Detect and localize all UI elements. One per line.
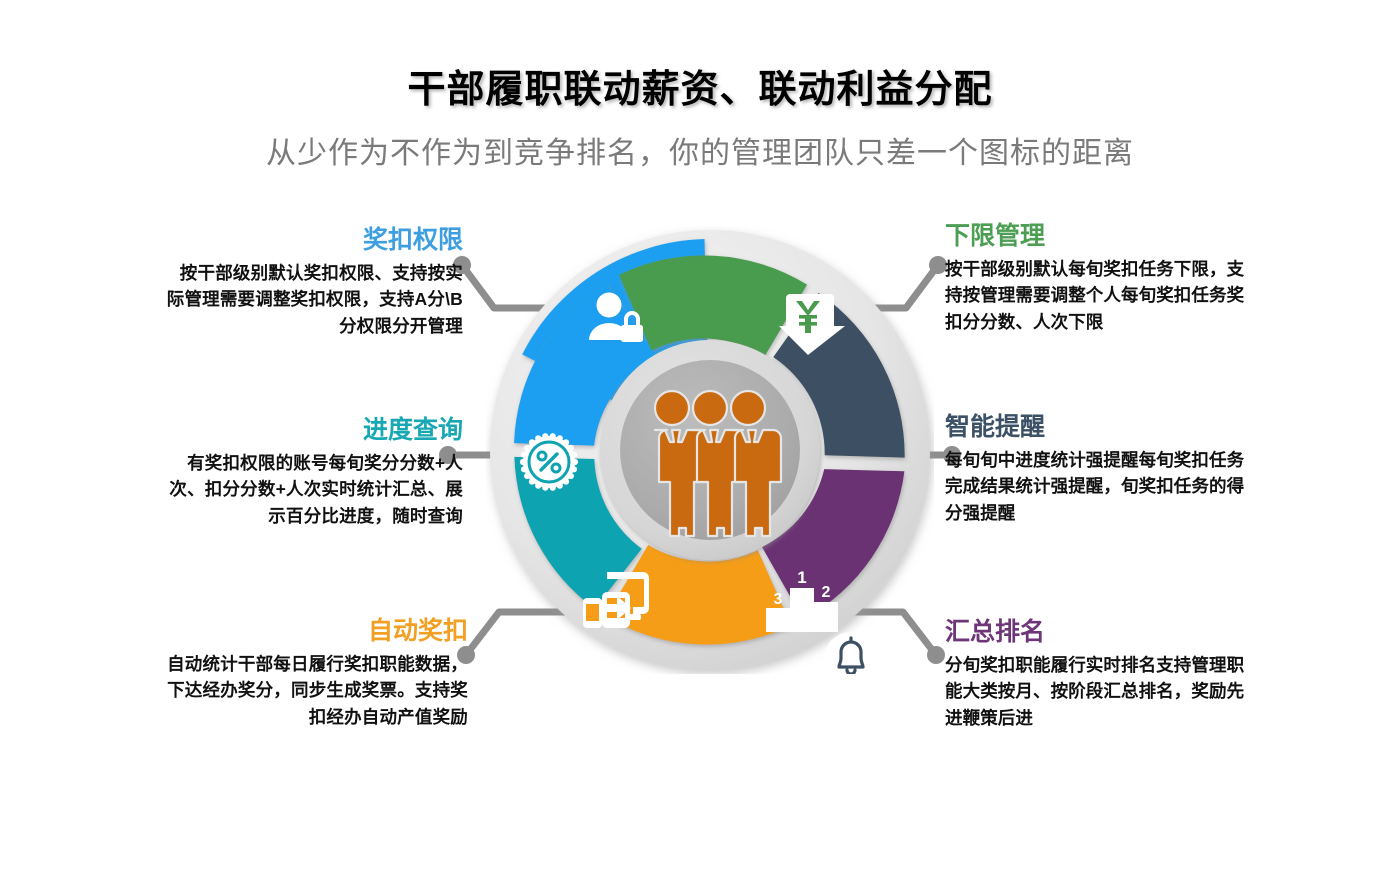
page-title: 干部履职联动薪资、联动利益分配: [407, 69, 993, 111]
callout-summary-rank: 汇总排名 分旬奖扣职能履行实时排名支持管理职能大类按月、按阶段汇总排名，奖励先进…: [945, 618, 1245, 732]
callout-smart-reminder: 智能提醒 每旬旬中进度统计强提醒每旬奖扣任务完成结果统计强提醒，旬奖扣任务的得分…: [945, 413, 1245, 527]
segment-summary-rank[interactable]: [762, 469, 905, 620]
callout-auto-award: 自动奖扣 自动统计干部每日履行奖扣职能数据，下达经办奖分，同步生成奖票。支持奖扣…: [158, 617, 468, 731]
percent-badge-icon: [519, 433, 579, 491]
podium-icon: 1 2 3: [766, 568, 838, 632]
segment-auto-award[interactable]: [605, 544, 792, 645]
callout-body-auto-award: 自动统计干部每日履行奖扣职能数据，下达经办奖分，同步生成奖票。支持奖扣经办自动产…: [167, 653, 468, 727]
callout-title-summary-rank: 汇总排名: [945, 618, 1046, 646]
three-people-icon: [653, 389, 783, 538]
callout-title-progress-query: 进度查询: [362, 416, 463, 444]
callout-title-lower-limit: 下限管理: [945, 222, 1046, 250]
callout-body-progress-query: 有奖扣权限的账号每旬奖分分数+人次、扣分分数+人次实时统计汇总、展示百分比进度，…: [169, 452, 463, 526]
segment-lower-limit[interactable]: [619, 255, 807, 357]
callout-title-auto-award: 自动奖扣: [367, 617, 468, 645]
callout-body-summary-rank: 分旬奖扣职能履行实时排名支持管理职能大类按月、按阶段汇总排名，奖励先进鞭策后进: [945, 654, 1245, 728]
segmented-donut-wheel: 1 2 3: [486, 226, 934, 674]
callout-body-lower-limit: 按干部级别默认每旬奖扣任务下限，支持按管理需要调整个人每旬奖扣任务奖扣分分数、人…: [945, 258, 1245, 332]
svg-text:2: 2: [822, 584, 831, 601]
svg-text:1: 1: [797, 568, 806, 587]
page-subtitle: 从少作为不作为到竞争排名，你的管理团队只差一个图标的距离: [266, 137, 1134, 170]
callout-body-smart-reminder: 每旬旬中进度统计强提醒每旬奖扣任务完成结果统计强提醒，旬奖扣任务的得分强提醒: [945, 449, 1245, 523]
user-lock-icon: [589, 292, 643, 342]
devices-sync-icon: [583, 572, 649, 628]
callout-award-authority: 奖扣权限 按干部级别默认奖扣权限、支持按实际管理需要调整奖扣权限，支持A分\B分…: [163, 226, 463, 340]
yen-down-arrow-icon: [779, 294, 845, 355]
segment-award-authority[interactable]: [514, 283, 657, 446]
svg-text:3: 3: [774, 591, 783, 608]
callout-body-award-authority: 按干部级别默认奖扣权限、支持按实际管理需要调整奖扣权限，支持A分\B分权限分开管…: [166, 262, 463, 336]
segment-progress-query[interactable]: [514, 456, 642, 609]
callout-lower-limit: 下限管理 按干部级别默认每旬奖扣任务下限，支持按管理需要调整个人每旬奖扣任务奖扣…: [945, 222, 1245, 336]
bell-icon: [824, 632, 878, 674]
callout-title-award-authority: 奖扣权限: [362, 226, 463, 254]
callout-progress-query: 进度查询 有奖扣权限的账号每旬奖分分数+人次、扣分分数+人次实时统计汇总、展示百…: [163, 416, 463, 530]
callout-title-smart-reminder: 智能提醒: [945, 413, 1046, 441]
